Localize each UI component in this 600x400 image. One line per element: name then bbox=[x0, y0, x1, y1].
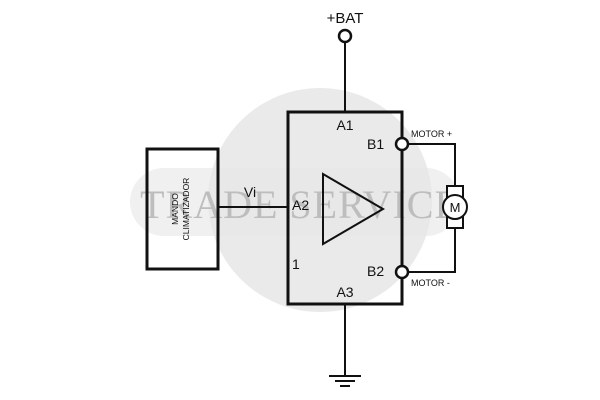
watermark: TRADE SERVICE bbox=[130, 88, 460, 312]
pin-b1-label: B1 bbox=[367, 136, 384, 152]
pin-a2-label: A2 bbox=[292, 197, 309, 213]
signal-label: Vi bbox=[244, 184, 256, 200]
controller-label-line1: MANDO bbox=[170, 193, 180, 225]
motor-symbol: M bbox=[450, 200, 461, 215]
controller-label-line2: CLIMATIZADOR bbox=[181, 178, 191, 241]
motor-circle bbox=[442, 194, 468, 220]
amplifier-triangle bbox=[322, 172, 385, 246]
motor-plus-wire bbox=[408, 143, 456, 186]
supply-label: +BAT bbox=[327, 10, 364, 27]
motor-minus-wire bbox=[408, 228, 456, 273]
module-box bbox=[286, 110, 404, 306]
controller-box bbox=[145, 147, 220, 271]
wires bbox=[218, 42, 456, 376]
watermark-band bbox=[130, 168, 460, 236]
ground-icon bbox=[329, 375, 361, 387]
pin-b2-label: B2 bbox=[367, 263, 384, 279]
motor-minus-label: MOTOR - bbox=[411, 278, 450, 288]
module-number-label: 1 bbox=[292, 256, 300, 272]
supply-terminal bbox=[337, 28, 353, 44]
b2-terminal bbox=[394, 264, 410, 280]
watermark-text: TRADE SERVICE bbox=[140, 182, 460, 227]
pin-a1-label: A1 bbox=[336, 117, 353, 133]
motor-plus-label: MOTOR + bbox=[411, 129, 452, 139]
b1-terminal bbox=[394, 136, 410, 152]
pin-a3-label: A3 bbox=[336, 284, 353, 300]
motor-icon: M bbox=[442, 185, 468, 229]
